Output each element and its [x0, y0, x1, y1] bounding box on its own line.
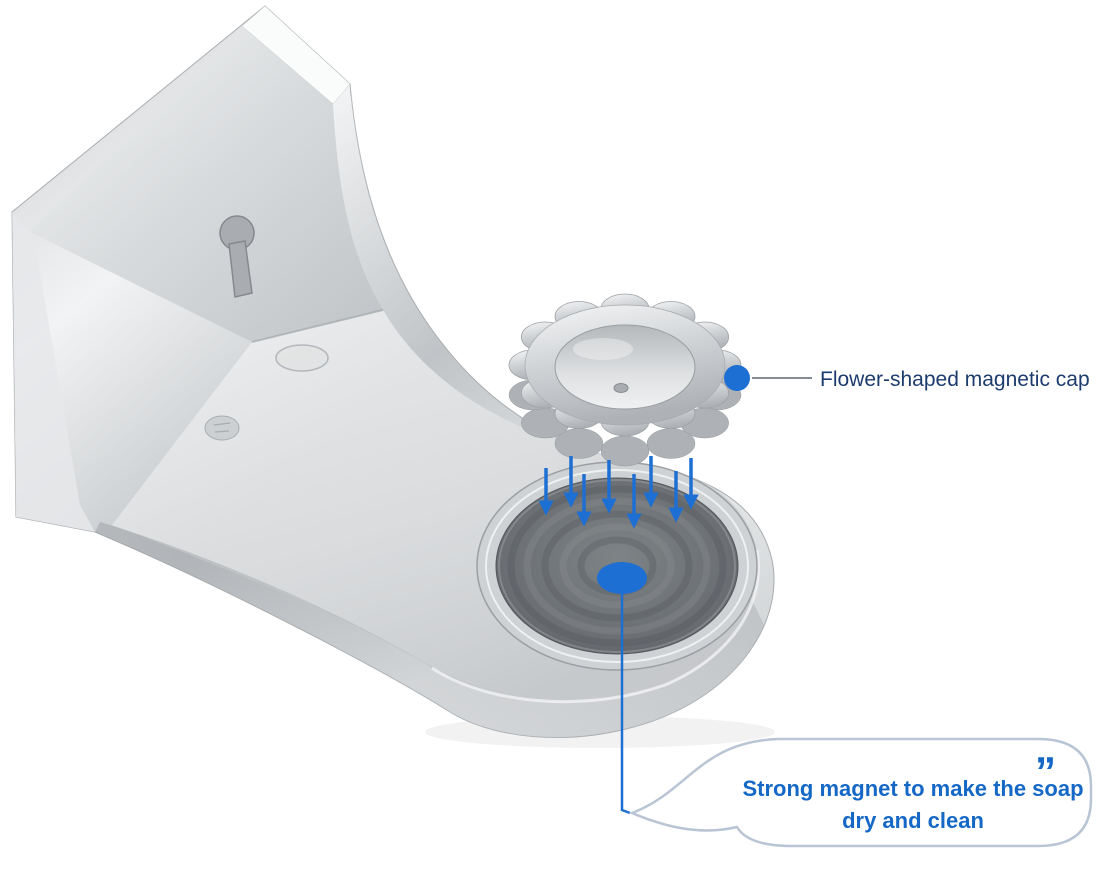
base-front-edge	[95, 522, 764, 738]
bubble-text-line2: dry and clean	[842, 808, 984, 833]
speech-bubble	[628, 737, 1093, 848]
cap-label: Flower-shaped magnetic cap	[820, 368, 1090, 391]
magnet-callout-line	[620, 592, 631, 815]
backplate-top-bevel	[241, 5, 351, 105]
left-edge	[12, 212, 95, 532]
surface-circle-mark	[275, 344, 329, 372]
cap-callout: Flower-shaped magnetic cap	[724, 365, 1090, 391]
magnet-inner-edge	[498, 479, 736, 653]
magnet-brush-ring	[523, 497, 711, 635]
flower-cap-interior	[554, 324, 696, 410]
magnet-callout: ” Strong magnet to make the soap dry and…	[597, 562, 1093, 848]
flower-cap-highlight	[573, 338, 633, 360]
magnet-callout-dot	[597, 562, 647, 594]
junction-crease	[251, 309, 384, 343]
cap-callout-dot	[724, 365, 750, 391]
soap-holder-product	[11, 5, 775, 738]
magnetic-force-arrows	[538, 456, 699, 529]
flower-cap	[508, 293, 742, 467]
magnet-brush-ring	[541, 510, 693, 622]
base-end-rim-highlight	[431, 549, 760, 704]
backplate-face	[30, 26, 383, 342]
magnet-brush-ring	[559, 523, 675, 609]
bubble-text-line1: Strong magnet to make the soap	[742, 776, 1083, 801]
keyhole-slot	[219, 215, 255, 298]
magnet-ring-highlight	[485, 469, 749, 663]
magnet-brushed-texture	[507, 485, 727, 647]
cap-scallop-depth	[646, 428, 696, 459]
magnet-brush-ring	[507, 485, 727, 647]
engraved-stamp	[204, 415, 240, 441]
flower-cap-hole	[613, 383, 629, 393]
quote-mark-icon: ”	[1035, 748, 1056, 795]
